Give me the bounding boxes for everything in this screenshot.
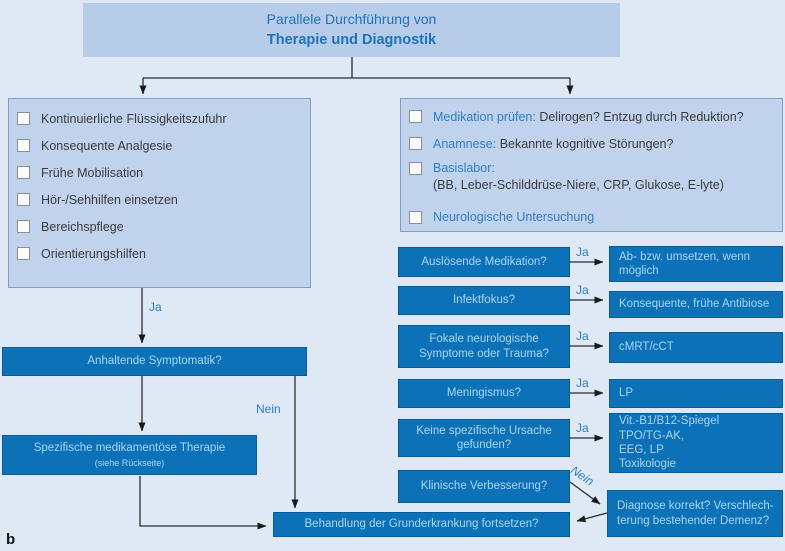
answer-box-cmrt-cct: cMRT/cCT [609,332,783,363]
spezifische-therapie-note: (siehe Rückseite) [94,457,165,468]
edge-label-ja: Ja [149,300,162,314]
question-box-infektfokus: Infektfokus? [398,286,570,315]
edge-label-ja: Ja [576,245,589,259]
question-box-ausloesende-medikation: Auslösende Medikation? [398,247,570,277]
title-line-2: Therapie und Diagnostik [266,31,437,48]
checklist-item-label: Medikation prüfen: Delirogen? Entzug dur… [433,110,744,124]
checkbox[interactable] [17,247,30,260]
checklist-item-highlight: Medikation prüfen: [433,109,536,124]
checkbox[interactable] [409,210,422,224]
checklist-item-text: Bekannte kognitive Störungen? [496,136,674,151]
answer-box-weitere-diagnostik: Vit.-B1/B12-Spiegel TPO/TG-AK, EEG, LP T… [609,413,783,473]
checklist-item-label: Orientierungshilfen [41,246,146,261]
title-line-1: Parallele Durchführung von [266,11,437,28]
question-box-meningismus: Meningismus? [398,379,570,408]
spezifische-therapie-title: Spezifische medikamentöse Therapie [33,442,226,455]
checklist-item: Frühe Mobilisation [17,159,310,186]
title-box: Parallele Durchführung von Therapie und … [83,3,620,57]
checklist-item: Konsequente Analgesie [17,132,310,159]
checklist-item-label: Bereichspflege [41,219,124,234]
checkbox[interactable] [17,220,30,233]
checklist-item: Medikation prüfen: Delirogen? Entzug dur… [409,103,782,130]
checklist-item: Neurologische Untersuchung [409,203,782,231]
checklist-item-highlight: Basislabor: [433,161,495,175]
answer-box-diagnose-korrekt: Diagnose korrekt? Verschlech- terung bes… [607,490,783,537]
checklist-item: Basislabor: (BB, Leber-Schilddrüse-Niere… [409,157,782,203]
edge-label-ja: Ja [576,421,589,435]
therapy-checklist-panel: Kontinuierliche Flüssigkeitszufuhr Konse… [8,98,311,288]
checklist-item-text: Delirogen? Entzug durch Reduktion? [535,109,744,124]
box-behandlung-grunderkrankung: Behandlung der Grunderkrankung fortsetze… [273,512,570,537]
checklist-item-detail: (BB, Leber-Schilddrüse-Niere, CRP, Gluko… [433,178,724,192]
checkbox[interactable] [17,139,30,152]
checklist-item: Orientierungshilfen [17,240,310,267]
checkbox[interactable] [17,166,30,179]
checklist-item-label: Frühe Mobilisation [41,165,144,180]
checklist-item-label: Anamnese: Bekannte kognitive Störungen? [433,137,673,151]
question-box-klinische-verbesserung: Klinische Verbesserung? [398,470,570,503]
edge-label-ja: Ja [576,329,589,343]
checklist-item: Bereichspflege [17,213,310,240]
question-box-keine-ursache: Keine spezifische Ursache gefunden? [398,419,570,457]
checklist-item: Kontinuierliche Flüssigkeitszufuhr [17,105,310,132]
answer-box-antibiose: Konsequente, frühe Antibiose [609,291,783,318]
checkbox[interactable] [17,112,30,125]
question-box-fokale-symptome: Fokale neurologische Symptome oder Traum… [398,325,570,368]
checklist-item-label: Hör-/Sehhilfen einsetzen [41,192,178,207]
edge-label-ja: Ja [576,283,589,297]
box-anhaltende-symptomatik: Anhaltende Symptomatik? [2,347,307,376]
checkbox[interactable] [17,193,30,206]
checklist-item: Hör-/Sehhilfen einsetzen [17,186,310,213]
diagnostic-checklist-panel: Medikation prüfen: Delirogen? Entzug dur… [400,98,783,232]
edge-label-ja: Ja [576,376,589,390]
checkbox[interactable] [409,110,422,123]
checklist-item-label: Konsequente Analgesie [41,138,173,153]
box-spezifische-therapie: Spezifische medikamentöse Therapie (sieh… [2,435,257,475]
checkbox[interactable] [409,137,422,150]
answer-box-lp: LP [609,379,783,408]
answer-box-medikation-umsetzen: Ab- bzw. umsetzen, wenn möglich [609,246,783,282]
checklist-item-highlight: Anamnese: [433,136,497,151]
checklist-item: Anamnese: Bekannte kognitive Störungen? [409,130,782,157]
edge-label-nein: Nein [256,402,281,416]
checklist-item-label: Kontinuierliche Flüssigkeitszufuhr [41,111,227,126]
checklist-item-label: Neurologische Untersuchung [433,210,595,224]
figure-letter: b [6,531,16,548]
checkbox[interactable] [409,162,422,175]
checklist-item-label: Basislabor: (BB, Leber-Schilddrüse-Niere… [433,160,724,194]
